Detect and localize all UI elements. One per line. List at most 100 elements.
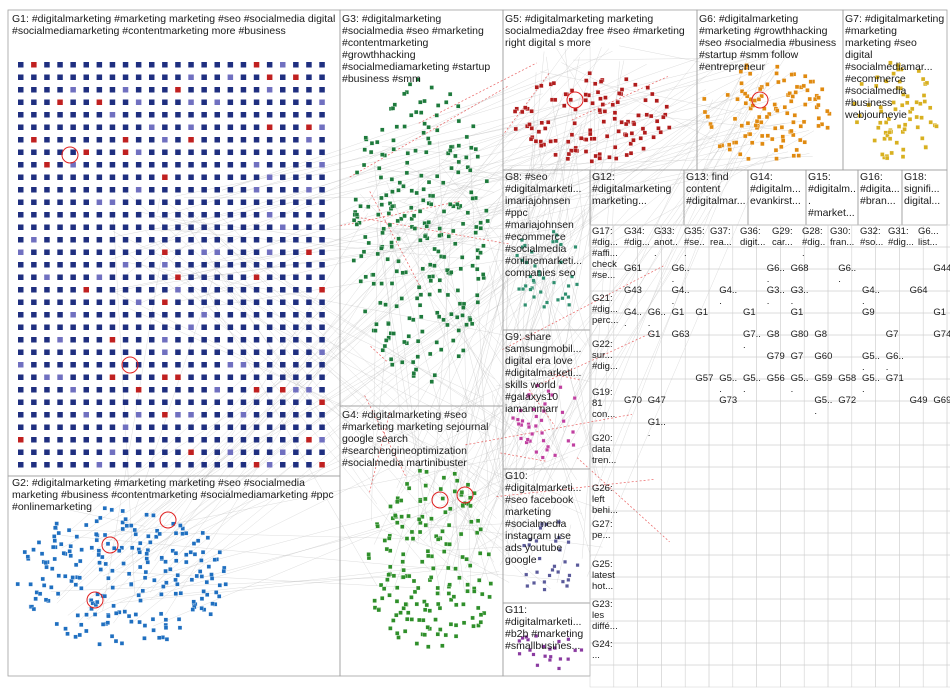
g1-node [109,449,116,455]
g1-node [135,249,142,255]
g2-node [67,549,72,554]
g8-node [523,283,528,288]
g6-node [775,108,780,113]
g1-node [109,324,116,330]
g6-node [807,96,812,102]
g5-node [572,121,577,126]
g4-node [458,531,464,537]
g1-node [109,224,116,230]
g3-node [456,143,461,148]
g3-node [383,302,388,307]
g1-node [266,162,273,168]
g1-node [240,299,247,305]
g2-node [137,564,143,570]
g1-node [162,362,168,368]
g1-node [214,174,220,180]
g1-node [18,399,24,405]
mini-group-frame [946,378,950,402]
g3-node [409,205,414,210]
g5-node [528,136,534,142]
g1-node [306,224,312,230]
g9-node [540,431,545,435]
g1-node [31,149,37,155]
g1-node [162,449,168,455]
g3-node [429,85,434,90]
g10-node [563,559,568,564]
g2-node [84,612,89,617]
g1-node [44,162,50,168]
graph-edge [150,249,578,600]
g1-node [214,399,220,405]
g1-node [227,237,234,243]
g8-node [545,300,549,305]
graph-edge [171,225,203,261]
g1-node [135,362,142,368]
g8-node [533,263,537,268]
g1-node [31,137,37,143]
group-frames [7,9,950,688]
mini-group-frame [684,422,710,446]
g1-node [227,424,234,430]
graph-edge [585,46,709,198]
g1-node [227,99,234,105]
g4-node [452,489,458,494]
g3-node [359,253,364,259]
g3-node [376,212,381,217]
g1-node [201,299,207,305]
graph-edges [50,30,816,627]
g8-node [538,290,543,294]
mini-group-label: G4... [624,307,642,329]
g1-node [162,162,168,168]
g1-node [293,262,299,268]
g4-node [426,644,431,649]
g1-node [135,399,142,405]
graph-edge [564,48,584,229]
g2-node [133,532,138,537]
g1-node [83,212,89,218]
group-label-g1: G1: #digitalmarketing #marketing marketi… [12,13,336,37]
g1-node [96,324,103,330]
g3-node [354,170,360,175]
g1-node [162,337,168,343]
g2-node [158,611,164,617]
g2-node [157,531,162,537]
g1-node [214,449,220,455]
graph-edge [116,571,422,589]
g1-node [280,412,286,418]
g6-node [794,147,799,153]
mini-group-frame [684,554,710,578]
g1-node [109,112,116,118]
g4-node [422,599,427,604]
g6-node [733,140,739,145]
g10-node [567,573,572,578]
g1-node [135,237,142,243]
graph-edge [213,239,527,436]
graph-edge [147,227,460,259]
g1-node [266,387,273,393]
mini-group-frame [899,620,924,644]
g4-node [417,529,423,535]
g1-node [227,299,234,305]
g1-node [149,212,155,218]
g1-node [319,137,325,143]
g2-node [122,609,128,614]
mini-group-frame [827,598,853,622]
g1-node [175,124,181,130]
group-label-g25: G25: latest hot... [592,559,615,592]
g2-node [138,540,143,546]
g1-node [109,99,116,105]
mini-group-frame [684,576,710,600]
g7-node [884,155,890,161]
g5-node [595,89,601,95]
mini-group-label: G69 [933,395,950,406]
g3-node [426,220,431,225]
g1-node [44,74,50,80]
mini-group-label: G57 [695,373,714,384]
g5-node [642,130,648,135]
g1-node [70,274,76,280]
g3-node [485,218,490,224]
g1-node [18,387,24,393]
g6-node [738,152,743,157]
g1-node [109,337,116,343]
g1-node [280,312,286,318]
